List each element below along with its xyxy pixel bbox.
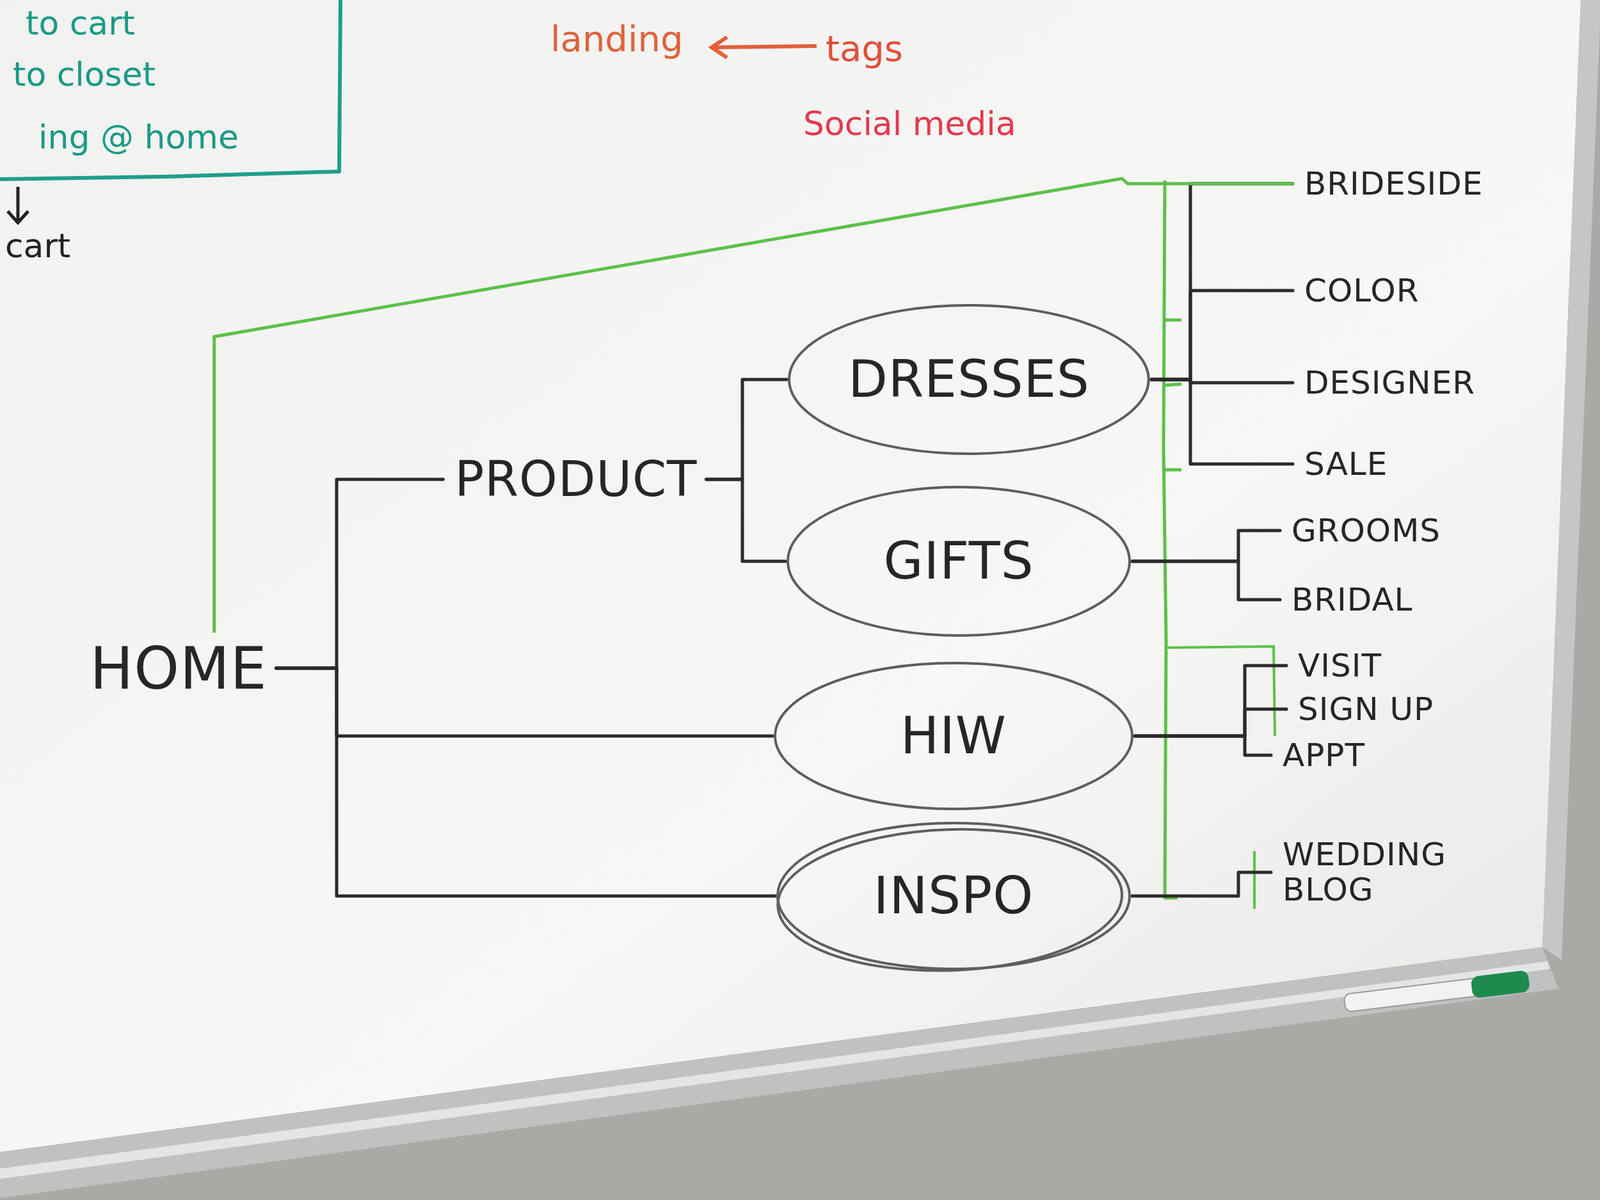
node-text: DRESSES — [848, 351, 1090, 408]
text-holder: BRIDAL — [1291, 582, 1413, 618]
nav-tick — [1253, 851, 1256, 909]
node-text: SALE — [1304, 446, 1388, 482]
note-text: ing @ home — [38, 119, 239, 156]
node-text: COLOR — [1304, 273, 1419, 309]
node-text: DESIGNER — [1304, 365, 1476, 401]
node-text: HIW — [900, 707, 1007, 765]
note-text: tags — [825, 28, 904, 69]
oval-line — [775, 663, 1133, 809]
connector-line — [1134, 665, 1287, 736]
page-node: HOME — [84, 635, 272, 702]
node-text: SIGN UP — [1297, 691, 1434, 728]
text-holder: INSPO — [873, 867, 1034, 925]
oval-line — [787, 487, 1130, 636]
arrow-line — [16, 186, 20, 222]
connector-line — [1132, 530, 1280, 562]
node-text: HOME — [89, 636, 267, 701]
node-text: BRIDESIDE — [1304, 166, 1483, 202]
text-holder: HIW — [900, 707, 1007, 765]
page-node: APPT — [1277, 736, 1371, 775]
page-node: GROOMS — [1286, 512, 1446, 550]
page-node: BRIDESIDE — [1299, 165, 1488, 203]
page-node: COLOR — [1299, 272, 1424, 310]
text-holder: COLOR — [1304, 273, 1419, 309]
board-frame — [0, 947, 1559, 1199]
tray-edge — [0, 961, 1551, 1179]
nav-tick — [1164, 384, 1182, 386]
text-holder: APPT — [1282, 737, 1366, 774]
nav-tick — [1164, 646, 1275, 736]
connector-line — [1134, 709, 1287, 736]
connector-line — [276, 668, 773, 736]
note-text: landing — [550, 19, 684, 59]
text-holder: PRODUCT — [454, 452, 697, 507]
page-node: SIGN UP — [1292, 690, 1439, 729]
text-holder: DESIGNER — [1304, 365, 1476, 401]
connector-line — [1151, 290, 1293, 380]
oval-line — [789, 305, 1149, 454]
page-oval: GIFTS — [785, 484, 1133, 639]
connector-line — [1151, 183, 1293, 380]
text-holder: HOME — [89, 636, 267, 701]
nav-tick — [1164, 318, 1182, 322]
page-node: WEDDING BLOG — [1277, 835, 1480, 909]
node-text: BRIDAL — [1291, 582, 1413, 618]
text-holder: GROOMS — [1291, 513, 1441, 549]
arrow-head — [711, 37, 728, 58]
connector-line — [276, 479, 444, 669]
nav-spine — [1163, 180, 1178, 898]
connector-line — [276, 668, 776, 896]
arrow-line — [712, 46, 817, 48]
text-holder: SIGN UP — [1297, 691, 1434, 728]
text-holder: SALE — [1304, 446, 1388, 482]
page-node: SALE — [1299, 445, 1393, 484]
text-holder: WEDDING BLOG — [1282, 837, 1475, 908]
connector-line — [214, 178, 1293, 632]
node-text: GROOMS — [1291, 513, 1441, 549]
page-node: PRODUCT — [449, 451, 703, 508]
nav-tick — [1164, 468, 1182, 472]
text-holder: GIFTS — [883, 533, 1035, 590]
note-text: to closet — [12, 56, 156, 93]
text-holder: BRIDESIDE — [1304, 166, 1483, 202]
connector-line — [1132, 872, 1272, 896]
text-holder: VISIT — [1297, 648, 1382, 684]
page-oval: DRESSES — [786, 302, 1152, 457]
arrow-head — [7, 211, 29, 223]
text-holder: DRESSES — [848, 351, 1090, 408]
node-text: APPT — [1282, 737, 1366, 774]
node-text: VISIT — [1297, 648, 1382, 684]
connector-line — [1151, 379, 1293, 464]
note-text: Social media — [803, 105, 1017, 143]
marker — [1343, 969, 1531, 1014]
page-node: VISIT — [1292, 647, 1387, 685]
page-oval: INSPO — [775, 820, 1133, 972]
node-text: WEDDING BLOG — [1282, 837, 1475, 908]
note-text: cart — [5, 227, 71, 265]
node-text: GIFTS — [883, 533, 1035, 590]
page-node: BRIDAL — [1286, 581, 1418, 619]
node-text: PRODUCT — [454, 452, 697, 507]
connector-line — [1134, 736, 1272, 756]
connector-line — [706, 379, 788, 480]
board-frame — [1542, 0, 1600, 960]
box-outline — [0, 0, 341, 180]
note-text: to cart — [25, 5, 136, 42]
oval-line — [777, 823, 1130, 969]
oval-line — [775, 823, 1125, 977]
connector-line — [1132, 561, 1280, 600]
page-node: DESIGNER — [1299, 364, 1481, 402]
connector-line — [706, 479, 786, 562]
node-text: INSPO — [873, 867, 1034, 925]
page-oval: HIW — [772, 660, 1135, 812]
